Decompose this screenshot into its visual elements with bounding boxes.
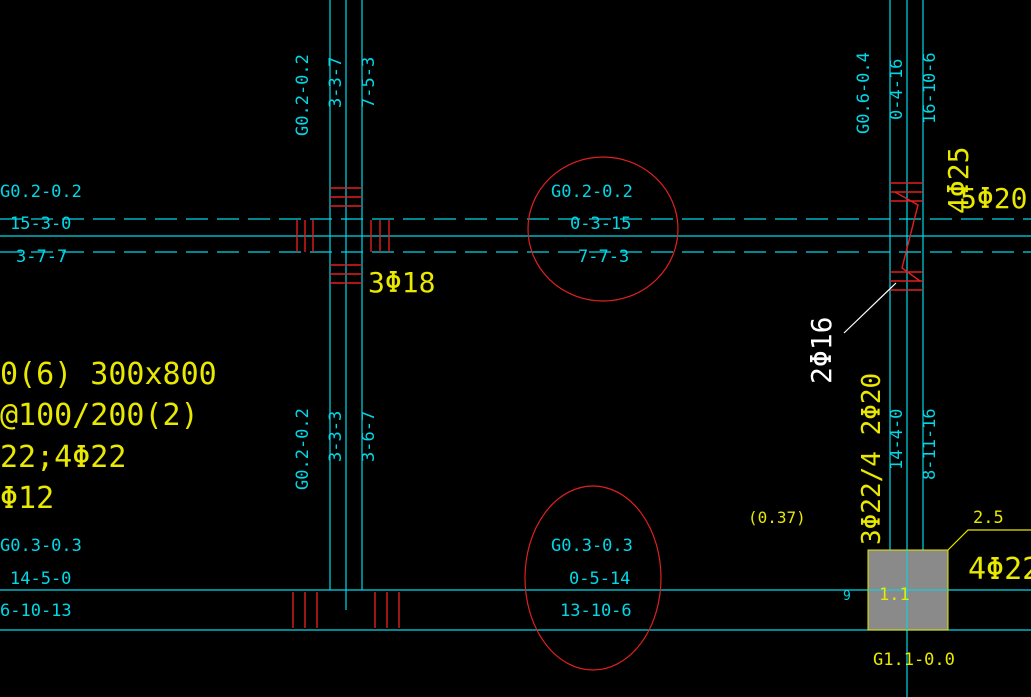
label-bot-left-3: 6-10-13 xyxy=(0,601,72,621)
label-col1-bot-b: 3-3-3 xyxy=(326,411,346,462)
label-col1-bot-a: G0.2-0.2 xyxy=(293,408,313,490)
column-label: G1.1-0.0 xyxy=(873,650,955,670)
horizontal-beams xyxy=(0,218,1031,631)
label-col1-bot-c: 3-6-7 xyxy=(359,411,379,462)
column-small-9: 9 xyxy=(843,589,851,604)
leader-2phi16 xyxy=(843,282,897,334)
label-top-mid-3: 7-7-3 xyxy=(578,247,629,267)
highlight-circle-bottom[interactable] xyxy=(524,485,662,671)
label-top-mid-2: 0-3-15 xyxy=(570,214,631,234)
vertical-beam-labels: G0.2-0.2 3-3-7 7-5-3 G0.2-0.2 3-3-3 3-6-… xyxy=(293,52,940,490)
beam-spec-line-1: 0(6) 300x800 xyxy=(0,357,217,392)
label-bot-mid-1: G0.3-0.3 xyxy=(551,536,633,556)
label-col1-top-a: G0.2-0.2 xyxy=(293,54,313,136)
label-bot-left-1: G0.3-0.3 xyxy=(0,536,82,556)
column-ratio: 1.1 xyxy=(879,585,910,605)
rebar-label-2phi16: 2Φ16 xyxy=(805,317,838,384)
label-col2-bot-c: 8-11-16 xyxy=(920,408,940,480)
label-top-left-2: 15-3-0 xyxy=(10,214,71,234)
label-col2-top-c: 16-10-6 xyxy=(920,52,940,124)
label-col2-bot-b: 14-4-0 xyxy=(887,409,907,470)
rebar-label-4phi22: 4Φ22 xyxy=(968,552,1031,587)
ratio-label: (0.37) xyxy=(748,508,806,527)
rebar-label-5phi20: 5Φ20 xyxy=(960,182,1027,215)
beam-spec-line-3: 22;4Φ22 xyxy=(0,440,126,475)
label-col2-top-a: G0.6-0.4 xyxy=(854,52,874,134)
rebar-annotations: 0(6) 300x800 @100/200(2) 22;4Φ22 Φ12 3Φ1… xyxy=(0,147,1031,670)
beam-spec-line-4: Φ12 xyxy=(0,481,54,516)
dimension-2-5: 2.5 xyxy=(973,508,1004,528)
leader-4phi22 xyxy=(947,529,1031,551)
vertical-beams xyxy=(329,0,924,697)
highlight-circle-top[interactable] xyxy=(527,156,679,302)
label-top-left-3: 3-7-7 xyxy=(16,247,67,267)
label-top-mid-1: G0.2-0.2 xyxy=(551,182,633,202)
label-bot-mid-2: 0-5-14 xyxy=(569,569,630,589)
beam-labels: G0.2-0.2 15-3-0 3-7-7 G0.2-0.2 0-3-15 7-… xyxy=(0,182,633,621)
label-bot-mid-3: 13-10-6 xyxy=(560,601,632,621)
label-col2-top-b: 0-4-16 xyxy=(887,59,907,120)
beam-spec-line-2: @100/200(2) xyxy=(0,398,199,433)
rebar-label-4phi25: 4Φ25 xyxy=(942,147,975,214)
label-col1-top-b: 3-3-7 xyxy=(326,57,346,108)
rebar-label-vertical: 3Φ22/4 2Φ20 xyxy=(857,373,887,545)
label-col1-top-c: 7-5-3 xyxy=(359,57,379,108)
rebar-marks xyxy=(292,182,923,628)
label-top-left-1: G0.2-0.2 xyxy=(0,182,82,202)
rebar-label-3phi18: 3Φ18 xyxy=(368,266,435,299)
label-bot-left-2: 14-5-0 xyxy=(10,569,71,589)
